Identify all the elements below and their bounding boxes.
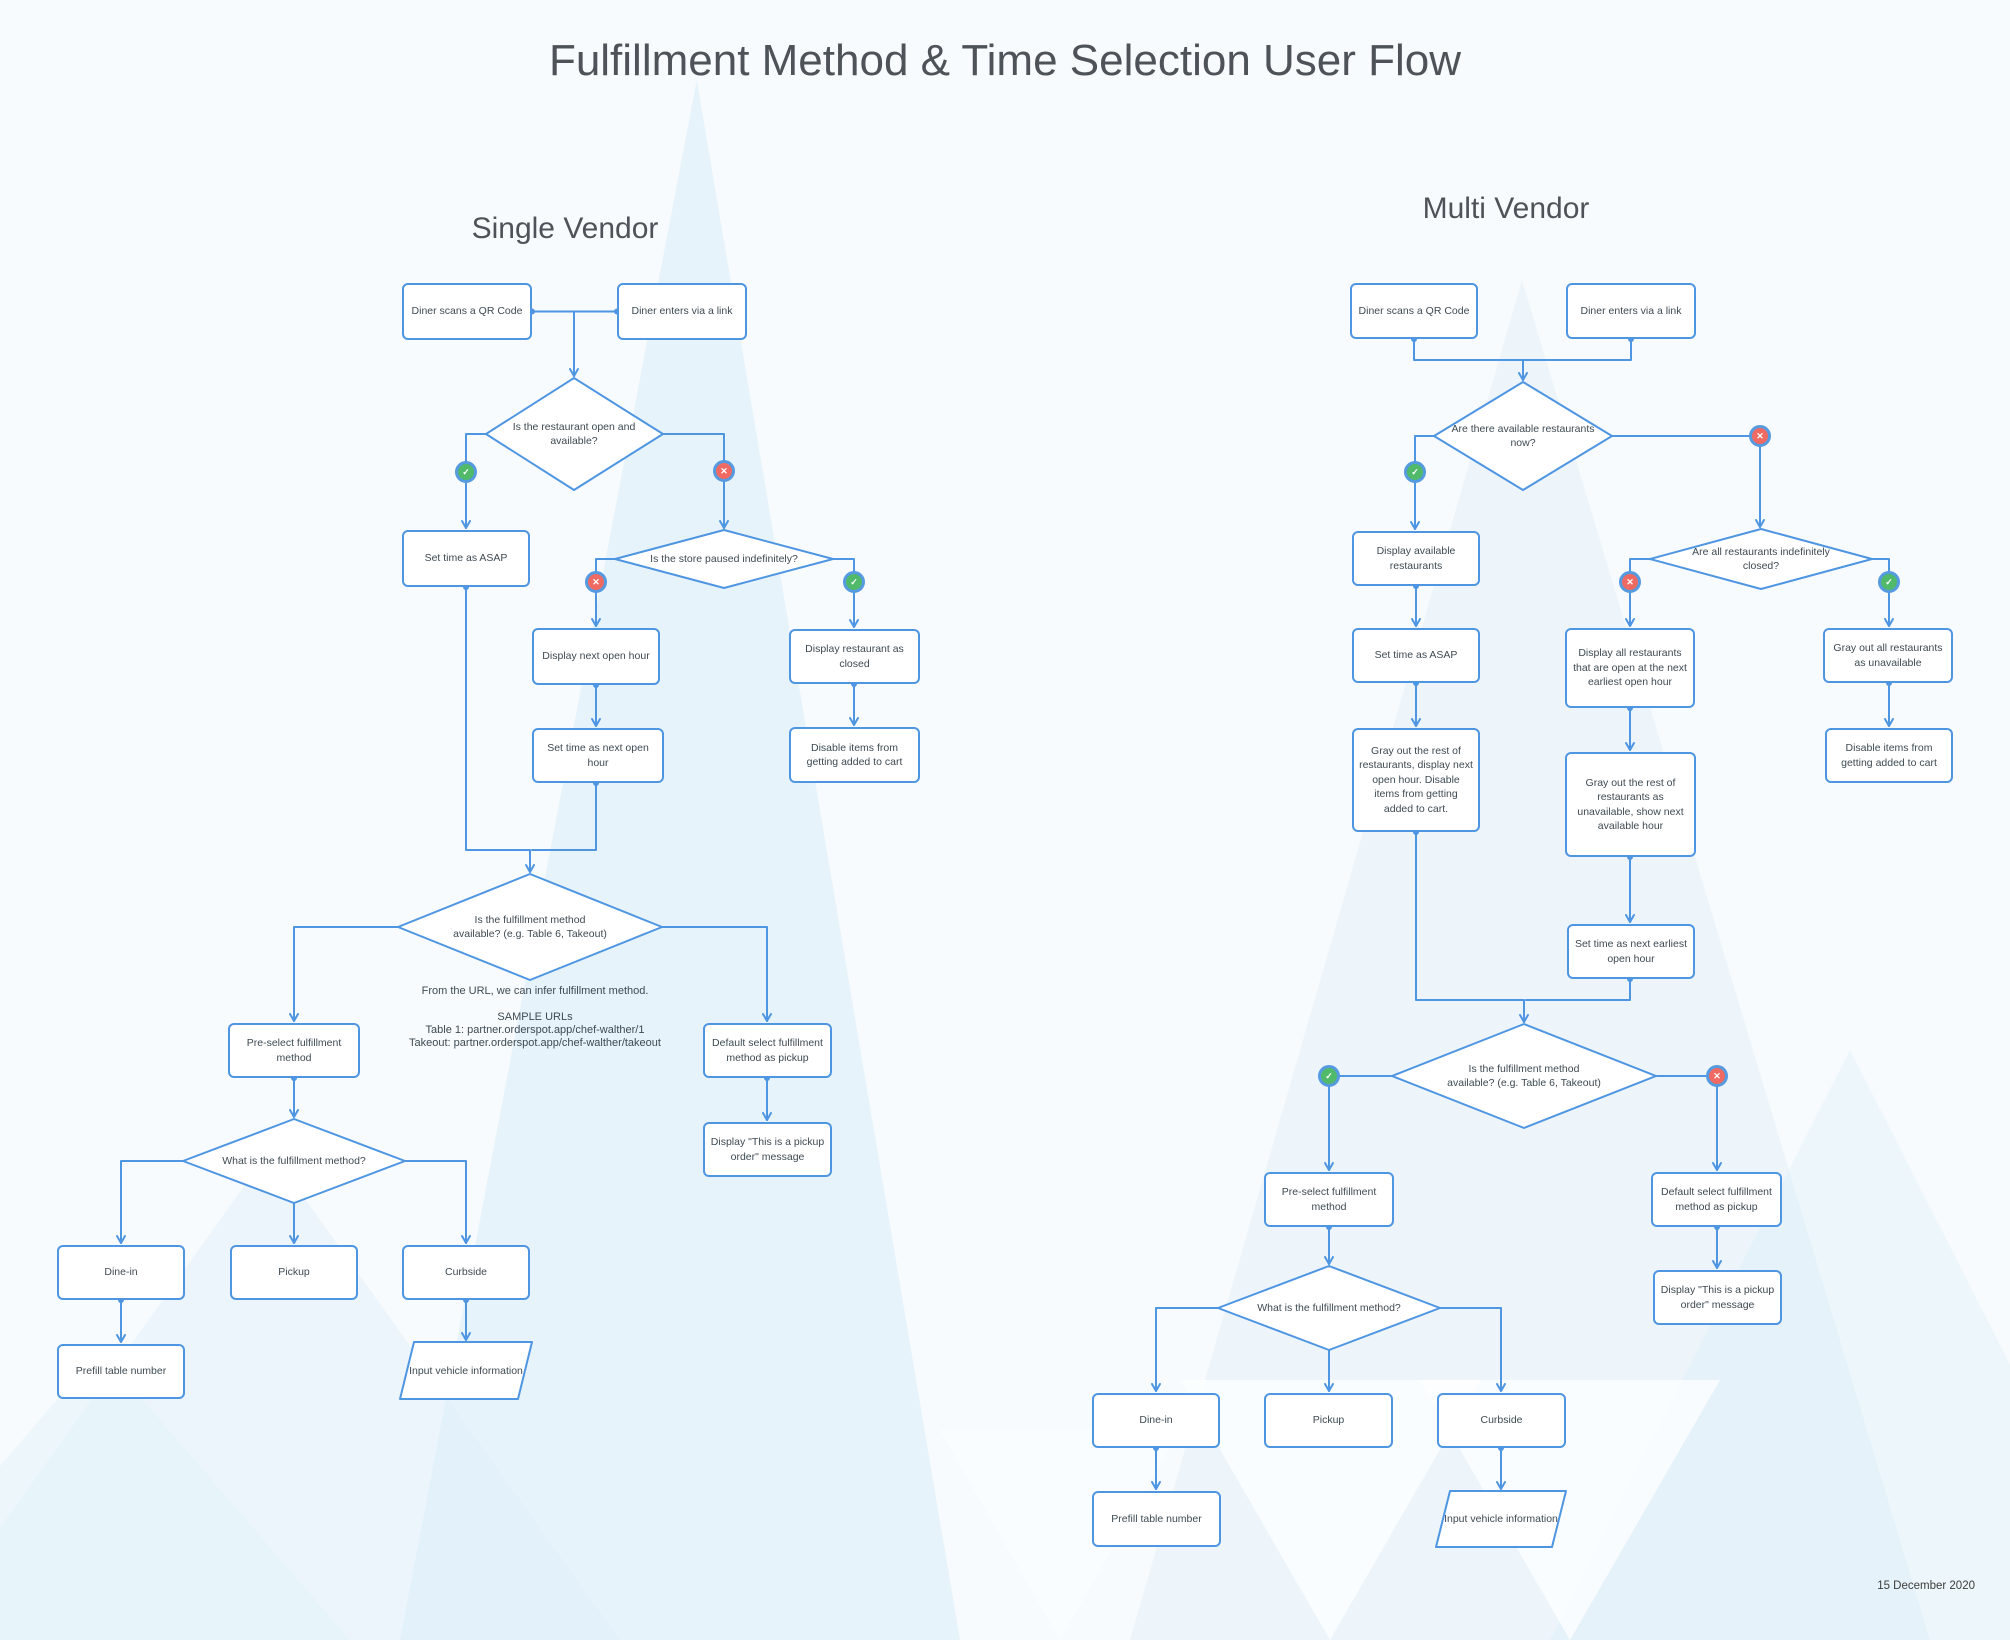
sv-node-set-asap: Set time as ASAP — [402, 530, 530, 587]
mv-node-preselect-method: Pre-select fulfillment method — [1264, 1172, 1394, 1227]
sv-decision-what-method: What is the fulfillment method? — [222, 1154, 366, 1167]
yes-check-icon: ✓ — [843, 571, 865, 593]
sv-node-prefill-table: Prefill table number — [57, 1344, 185, 1399]
yes-check-icon: ✓ — [1878, 571, 1900, 593]
mv-node-gray-rest-cart: Gray out the rest of restaurants, displa… — [1352, 728, 1480, 832]
no-cross-icon: ✕ — [1749, 425, 1771, 447]
sv-note-url-infer: From the URL, we can infer fulfillment m… — [421, 985, 649, 997]
diagram-date: 15 December 2020 — [1877, 1580, 1975, 1592]
sv-node-pickup-message: Display "This is a pickup order" message — [703, 1122, 832, 1177]
no-cross-icon: ✕ — [1619, 571, 1641, 593]
decision-diamond — [1649, 528, 1873, 590]
sv-node-curbside: Curbside — [402, 1245, 530, 1300]
mv-decision-what-method: What is the fulfillment method? — [1257, 1301, 1401, 1314]
mv-node-pickup: Pickup — [1264, 1393, 1393, 1448]
sv-node-default-pickup: Default select fulfillment method as pic… — [703, 1023, 832, 1078]
mv-node-set-asap: Set time as ASAP — [1352, 628, 1480, 683]
sv-node-scan-qr: Diner scans a QR Code — [402, 283, 532, 340]
mv-node-enter-link: Diner enters via a link — [1566, 283, 1696, 339]
sv-node-set-next-open: Set time as next open hour — [532, 728, 664, 783]
mv-node-disable-cart: Disable items from getting added to cart — [1825, 728, 1953, 783]
sv-decision-open-available: Is the restaurant open and available? — [512, 420, 636, 447]
mv-node-gray-all-unavailable: Gray out all restaurants as unavailable — [1823, 628, 1953, 683]
mv-decision-available-now: Are there available restaurants now? — [1451, 422, 1595, 449]
yes-check-icon: ✓ — [1318, 1065, 1340, 1087]
mv-node-default-pickup: Default select fulfillment method as pic… — [1651, 1172, 1782, 1227]
sv-node-display-next-open: Display next open hour — [532, 628, 660, 685]
no-cross-icon: ✕ — [713, 460, 735, 482]
sv-decision-method-available: Is the fulfillment method available? (e.… — [453, 913, 607, 940]
sv-node-input-vehicle: Input vehicle information — [409, 1364, 523, 1377]
decision-diamond — [1391, 1023, 1657, 1129]
mv-node-set-next-earliest: Set time as next earliest open hour — [1567, 924, 1695, 979]
sv-node-dine-in: Dine-in — [57, 1245, 185, 1300]
sv-node-preselect-method: Pre-select fulfillment method — [228, 1023, 360, 1078]
yes-check-icon: ✓ — [1404, 461, 1426, 483]
sv-node-pickup: Pickup — [230, 1245, 358, 1300]
sv-node-disable-cart: Disable items from getting added to cart — [789, 727, 920, 783]
decision-diamond — [1433, 381, 1613, 491]
mv-decision-indefinitely-closed: Are all restaurants indefinitely closed? — [1692, 545, 1830, 572]
mv-node-display-available: Display available restaurants — [1352, 531, 1480, 586]
page-title: Fulfillment Method & Time Selection User… — [548, 36, 1462, 85]
mv-node-input-vehicle: Input vehicle information — [1444, 1512, 1558, 1525]
multi-vendor-heading: Multi Vendor — [1422, 192, 1590, 225]
single-vendor-heading: Single Vendor — [471, 212, 659, 245]
sv-decision-store-paused: Is the store paused indefinitely? — [650, 552, 798, 565]
sv-node-enter-link: Diner enters via a link — [617, 283, 747, 340]
mv-node-display-all-open-next: Display all restaurants that are open at… — [1565, 628, 1695, 708]
mv-node-curbside: Curbside — [1437, 1393, 1566, 1448]
no-cross-icon: ✕ — [585, 571, 607, 593]
mv-node-scan-qr: Diner scans a QR Code — [1350, 283, 1478, 339]
junction-dots — [118, 308, 1892, 1451]
yes-check-icon: ✓ — [455, 461, 477, 483]
sv-node-display-closed: Display restaurant as closed — [789, 629, 920, 684]
no-cross-icon: ✕ — [1706, 1065, 1728, 1087]
mv-node-gray-unavailable-next: Gray out the rest of restaurants as unav… — [1565, 752, 1696, 857]
mv-node-prefill-table: Prefill table number — [1092, 1491, 1221, 1547]
mv-decision-method-available: Is the fulfillment method available? (e.… — [1447, 1062, 1601, 1089]
mv-node-pickup-message: Display "This is a pickup order" message — [1653, 1270, 1782, 1325]
mv-node-dine-in: Dine-in — [1092, 1393, 1220, 1448]
